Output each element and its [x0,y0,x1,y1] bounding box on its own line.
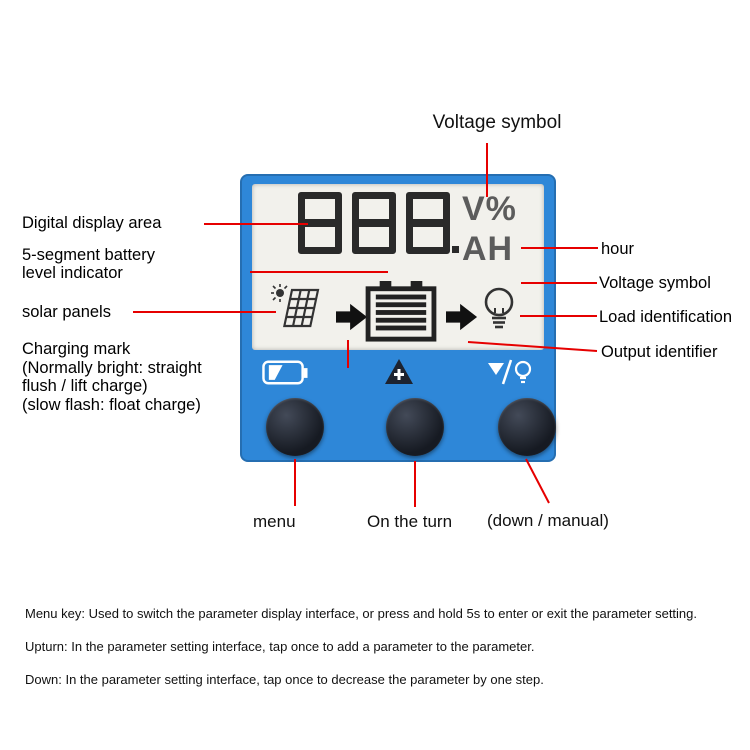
title-voltage-symbol: Voltage symbol [432,112,562,133]
label-hour: hour [601,240,635,258]
up-button [386,398,444,456]
strip-down-slash-bulb-icon [486,358,534,386]
light-bulb-icon [480,286,518,338]
label-charging-mark-line3: flush / lift charge) [22,377,148,395]
unit-volt-percent: V% [462,190,517,228]
charge-controller-device: V% AH [240,174,556,462]
lcd-display: V% AH [252,184,544,350]
label-digital-display-area: Digital display area [22,214,162,232]
display-digits [298,192,450,254]
label-battery-level-line2: level indicator [22,264,123,282]
arrow-right-icon [446,302,478,332]
label-down-manual: (down / manual) [487,511,609,530]
arrow-right-icon [336,302,368,332]
label-on-the-turn: On the turn [367,512,453,531]
decimal-point [452,246,459,253]
label-menu: menu [253,512,296,531]
down-button [498,398,556,456]
solar-panel-icon [270,282,328,340]
label-battery-level-line1: 5-segment battery [22,246,155,264]
label-output-identifier: Output identifier [601,343,718,361]
battery-icon [364,281,438,343]
unit-amp-hour: AH [462,230,514,268]
label-solar-panels: solar panels [22,303,111,321]
strip-battery-icon [262,360,308,386]
label-charging-mark-line2: (Normally bright: straight [22,359,202,377]
label-voltage-symbol-right: Voltage symbol [599,274,711,292]
strip-up-triangle-plus-icon [384,358,414,385]
label-load-identification: Load identification [599,308,733,326]
label-charging-mark-line4: (slow flash: float charge) [22,396,201,414]
footnote-menu-key: Menu key: Used to switch the parameter d… [25,606,698,621]
label-charging-mark-line1: Charging mark [22,340,131,358]
menu-button [266,398,324,456]
footnote-down: Down: In the parameter setting interface… [25,672,544,687]
footnote-upturn: Upturn: In the parameter setting interfa… [25,639,535,654]
